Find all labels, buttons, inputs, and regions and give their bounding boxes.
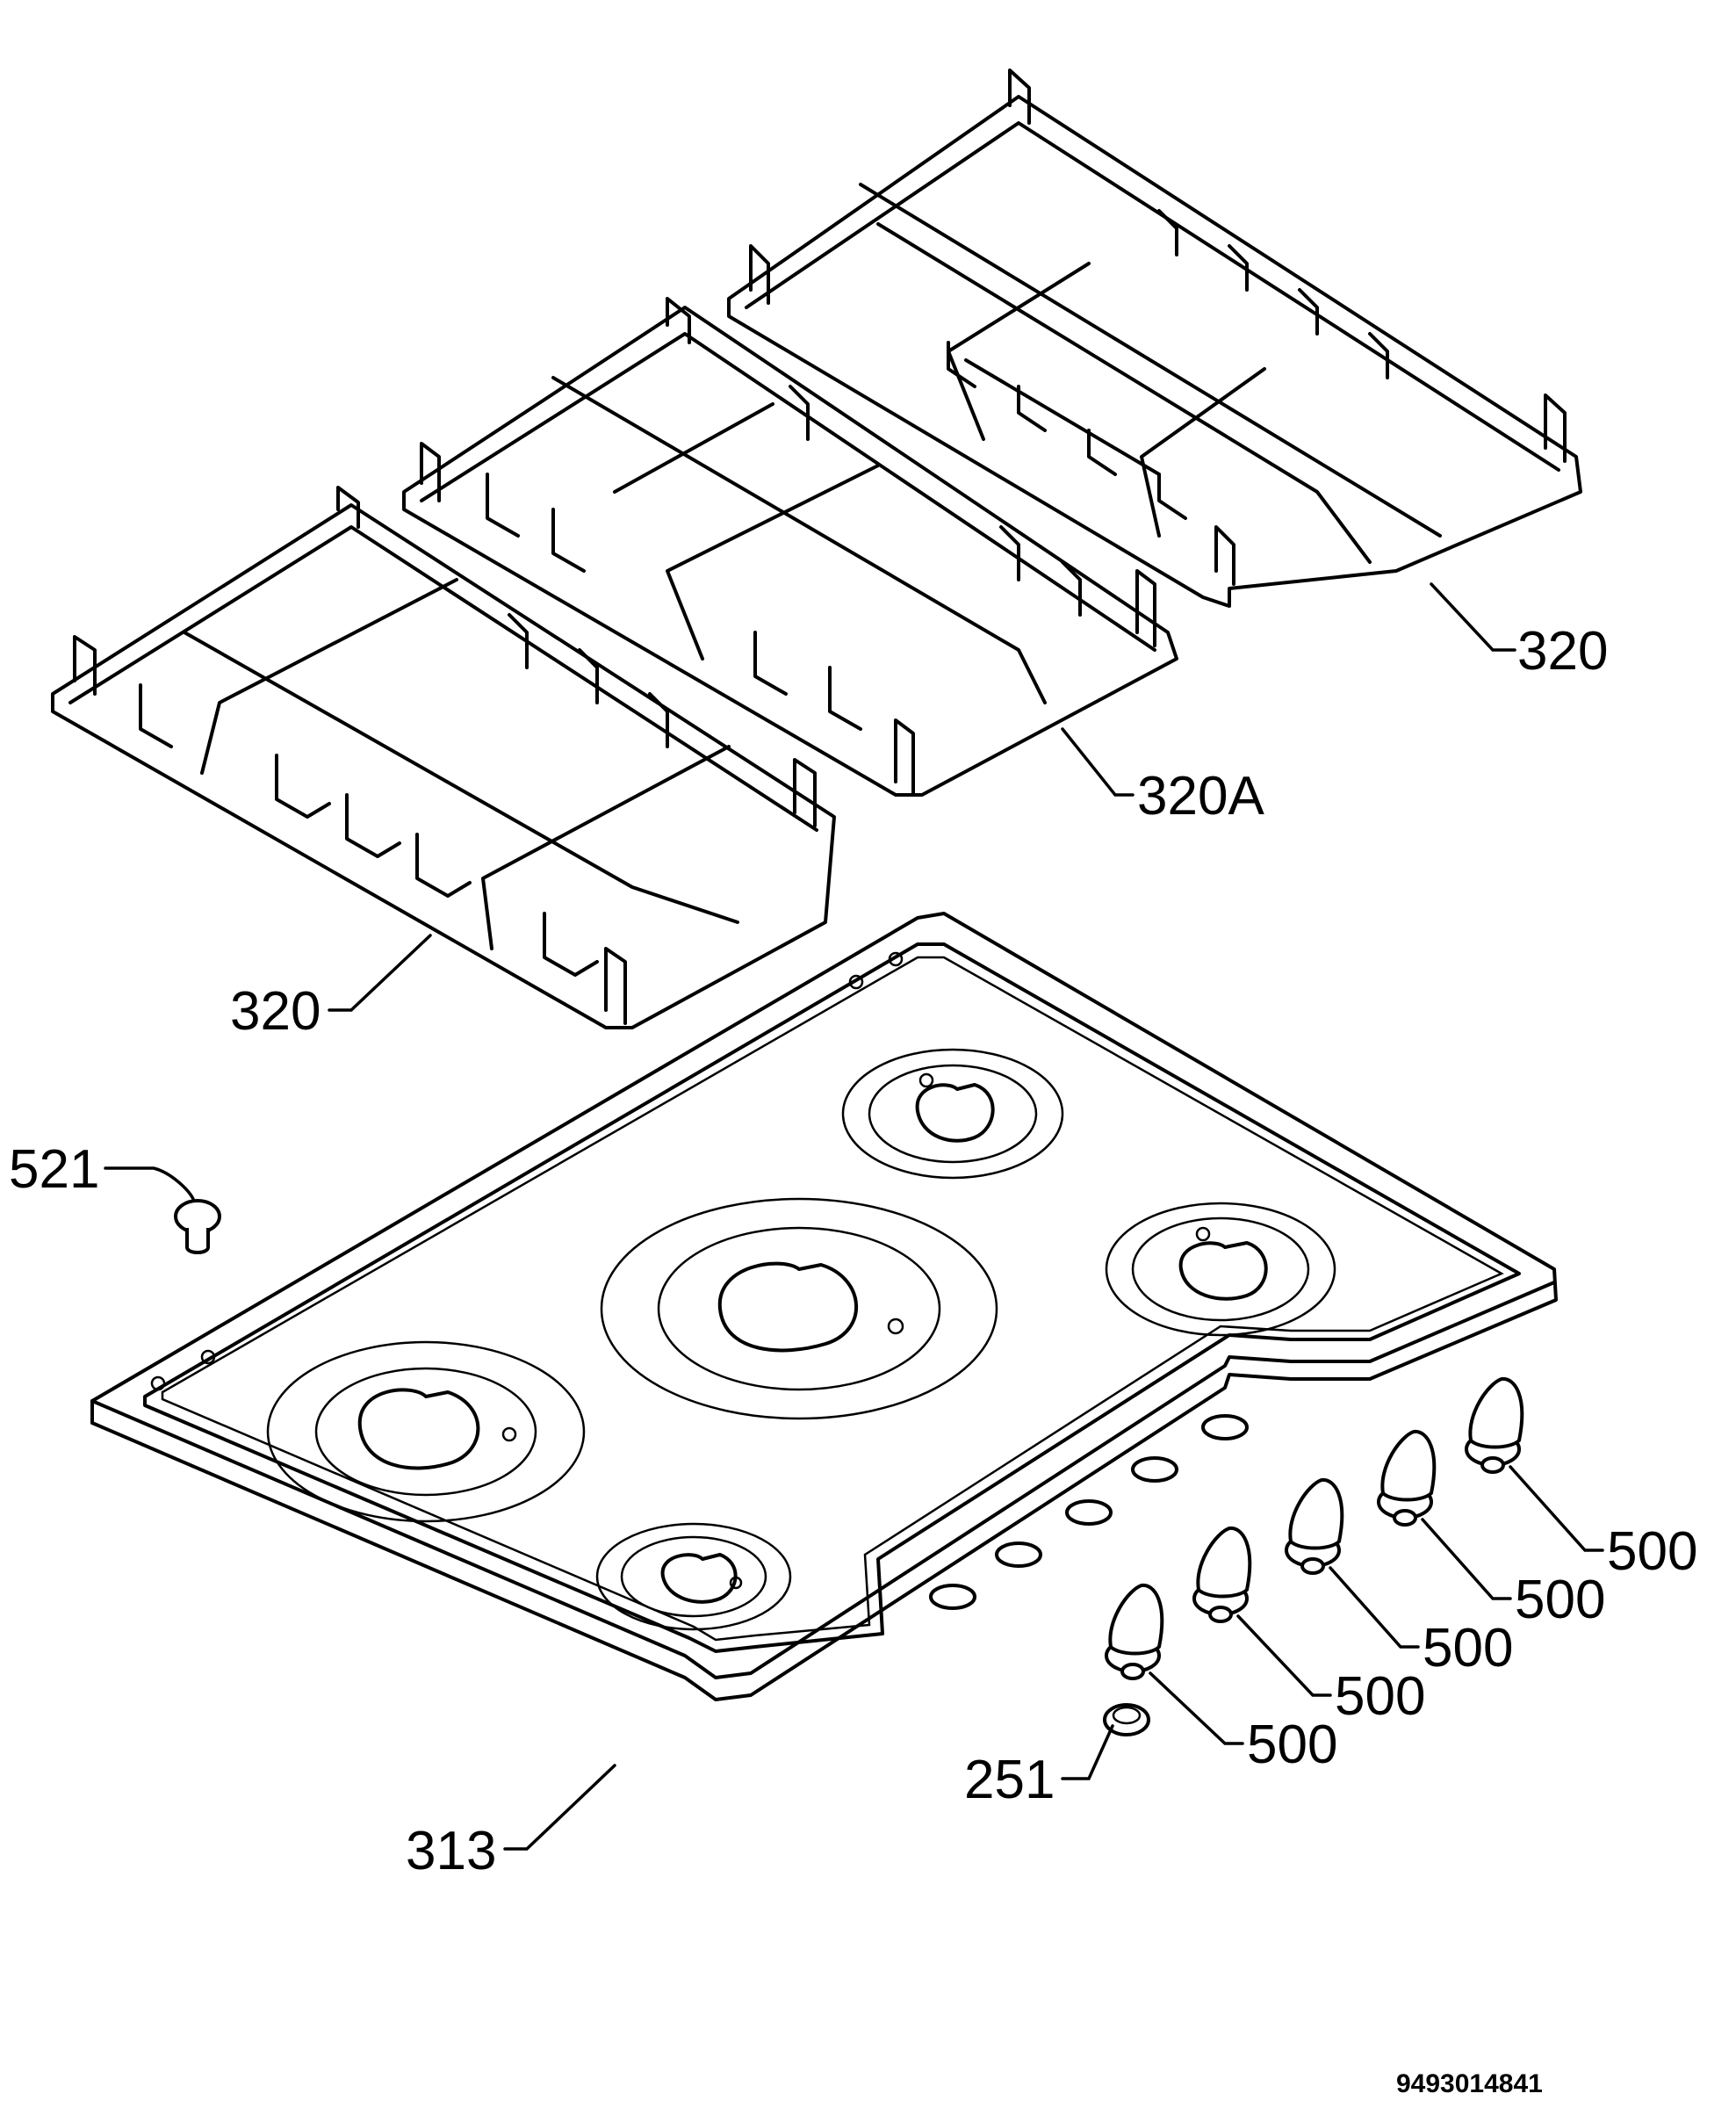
pan-support-grate-left [51,486,836,1029]
callout-knob-2: 500 [1335,1666,1425,1727]
ring-seal [1103,1703,1150,1736]
callout-grate-middle: 320A [1137,766,1264,827]
callout-grate-left: 320 [230,981,321,1042]
leader-lines [104,582,1604,1851]
callout-knob-3: 500 [1423,1618,1513,1678]
control-knob-3 [1285,1477,1344,1575]
control-knob-5 [1465,1376,1524,1474]
burner-right [1105,1202,1336,1337]
callout-knob-4: 500 [1515,1570,1605,1630]
callout-knob-5: 500 [1607,1521,1697,1582]
burner-rear-right [841,1048,1064,1180]
burner-front-small [595,1522,792,1631]
burner-center-large [600,1197,998,1420]
callout-knob-1: 500 [1247,1715,1337,1775]
burner-left [266,1340,586,1523]
callout-ring: 251 [964,1750,1055,1810]
pan-support-grate-middle [402,297,1178,797]
control-knob-2 [1192,1526,1252,1623]
callout-hob-top: 313 [406,1821,496,1881]
plug-part [174,1199,221,1254]
pan-support-grate-right [727,69,1582,608]
control-knob-4 [1377,1429,1437,1527]
control-knob-1 [1105,1583,1164,1680]
hob-top-plate [90,912,1558,1701]
document-number: 9493014841 [1396,2069,1543,2098]
callout-plug: 521 [9,1139,99,1200]
callout-grate-right: 320 [1517,621,1608,682]
